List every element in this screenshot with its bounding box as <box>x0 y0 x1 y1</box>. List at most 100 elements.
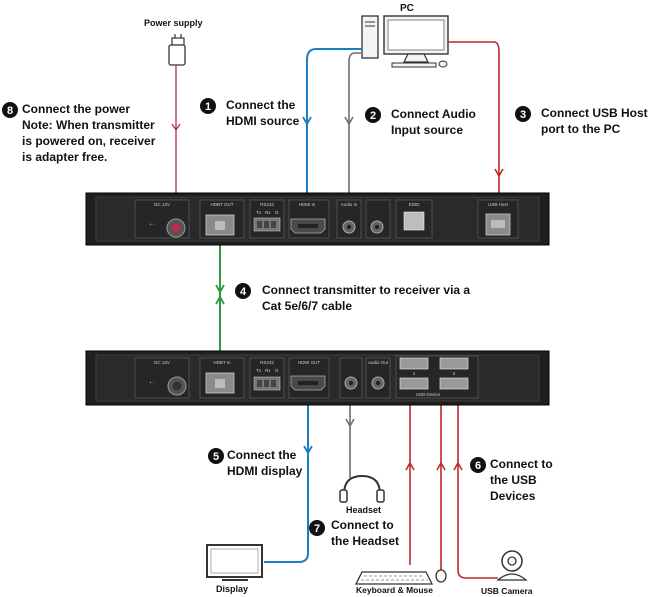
step-text-line: Connect transmitter to receiver via a <box>262 283 470 297</box>
step-number: 5 <box>213 451 219 463</box>
rx-usb-port[interactable] <box>399 377 429 390</box>
transmitter-unit: DC 12V + - HDBT OUT RS232 Tx Rx G HDMI I… <box>85 192 550 246</box>
headset-icon <box>339 474 385 503</box>
power-adapter-icon <box>168 34 186 66</box>
tx-hdbt-label: HDBT OUT <box>211 202 234 207</box>
usb-host-cable <box>448 41 500 228</box>
rx-usb-port[interactable] <box>399 357 429 370</box>
hdmi-source-cable <box>306 48 362 228</box>
rx-usb-num: 2 <box>453 371 456 376</box>
cat-cable-arrow-icon-down <box>215 284 225 294</box>
usb-camera-label: USB Camera <box>481 586 533 596</box>
step-text-line: the Headset <box>331 534 399 548</box>
tx-usb-host-label: USB Host <box>488 202 509 207</box>
rx-hdmi-label: HDMI OUT <box>298 360 320 365</box>
step-text-line: is adapter free. <box>22 150 107 164</box>
pc-label: PC <box>400 3 414 14</box>
step-number: 6 <box>475 460 481 472</box>
keyboard-mouse-label: Keyboard & Mouse <box>356 585 433 595</box>
step-text-line: Input source <box>391 123 463 137</box>
rx-hdbt-label: HDBT In <box>213 360 231 365</box>
rx-usb-label: USB Device <box>416 392 441 397</box>
step-text-line: the USB <box>490 473 537 487</box>
step-1: 1 Connect the HDMI source <box>200 98 300 128</box>
rx-audio-area <box>365 357 391 399</box>
usb-camera-arrow-icon <box>453 461 463 471</box>
step-number: 7 <box>314 523 320 535</box>
rx-rs232-pin: G <box>275 368 279 373</box>
tx-rs232-pin: Rx <box>265 210 271 215</box>
step-text-line: Devices <box>490 489 536 503</box>
power-cable-arrow-icon <box>171 123 181 132</box>
step-6: 6 Connect to the USB Devices <box>470 457 553 503</box>
usb-mouse-arrow-icon <box>436 461 446 471</box>
rx-usb-num: 1 <box>413 371 416 376</box>
step-number-badge <box>2 102 18 118</box>
step-number: 4 <box>240 286 247 298</box>
step-number-badge <box>470 457 486 473</box>
headset-arrow-icon <box>345 418 355 428</box>
step-number: 1 <box>205 101 211 113</box>
step-number-badge <box>235 283 251 299</box>
step-text-line: is powered on, receiver <box>22 134 156 148</box>
receiver-unit: DC 12V + - HDBT In RS232 Tx Rx G HDMI OU… <box>85 350 550 406</box>
display-label: Display <box>216 584 248 594</box>
step-number: 8 <box>7 105 13 117</box>
tx-polarity-mark: + - <box>149 222 155 227</box>
tx-edid-switch[interactable] <box>403 211 425 231</box>
rx-rs232-pin: Tx <box>256 368 262 373</box>
cat-cable-arrow-icon-up <box>215 295 225 305</box>
step-number-badge <box>200 98 216 114</box>
step-text-line: HDMI display <box>227 464 303 478</box>
rx-audio-label: Audio Out <box>368 360 389 365</box>
step-text-line: Cat 5e/6/7 cable <box>262 299 352 313</box>
step-number: 2 <box>370 110 376 122</box>
step-number-badge <box>309 520 325 536</box>
step-text-line: Connect the <box>227 448 297 462</box>
step-2: 2 Connect Audio Input source <box>365 107 476 137</box>
hdmi-display-cable <box>264 385 309 563</box>
pc-icon <box>361 15 449 68</box>
usb-host-arrow-icon <box>494 168 504 178</box>
step-text-line: Connect to <box>490 457 553 471</box>
step-text-line: Connect the power <box>22 102 130 116</box>
step-number-badge <box>365 107 381 123</box>
audio-input-cable <box>348 52 362 228</box>
step-number-badge <box>208 448 224 464</box>
rx-rs232-label: RS232 <box>260 360 274 365</box>
step-number: 3 <box>520 109 526 121</box>
mouse-icon <box>435 569 447 583</box>
step-text-line: Note: When transmitter <box>22 118 155 132</box>
usb-keyboard-arrow-icon <box>405 461 415 471</box>
step-text-line: Connect Audio <box>391 107 476 121</box>
rx-polarity-mark: + - <box>149 380 155 385</box>
tx-edid-label: EDID <box>409 202 421 207</box>
step-text-line: Connect the <box>226 98 296 112</box>
rx-usb-port[interactable] <box>439 377 469 390</box>
step-number-badge <box>515 106 531 122</box>
headset-label: Headset <box>346 505 381 515</box>
step-7: 7 Connect to the Headset <box>309 518 399 548</box>
tx-hdmi-label: HDMI In <box>299 202 316 207</box>
tx-rs232-pin: Tx <box>256 210 262 215</box>
rx-rs232-pin: Rx <box>265 368 271 373</box>
step-text-line: port to the PC <box>541 122 621 136</box>
tx-rs232-pin: G <box>275 210 279 215</box>
hdmi-source-arrow-icon <box>302 116 312 126</box>
step-5: 5 Connect the HDMI display <box>208 448 303 478</box>
step-4: 4 Connect transmitter to receiver via a … <box>235 283 470 313</box>
audio-input-arrow-icon <box>344 116 354 126</box>
keyboard-icon <box>354 571 434 585</box>
step-text-line: HDMI source <box>226 114 300 128</box>
hdmi-display-arrow-icon <box>303 445 313 455</box>
tx-rs232-label: RS232 <box>260 202 274 207</box>
tx-dc-label: DC 12V <box>154 202 170 207</box>
rx-dc-label: DC 12V <box>154 360 170 365</box>
display-icon <box>206 544 263 581</box>
rx-usb-port[interactable] <box>439 357 469 370</box>
step-3: 3 Connect USB Host port to the PC <box>515 106 648 136</box>
power-supply-label: Power supply <box>144 18 203 28</box>
step-8: 8 Connect the power Note: When transmitt… <box>2 102 156 164</box>
usb-camera-icon <box>496 550 528 581</box>
